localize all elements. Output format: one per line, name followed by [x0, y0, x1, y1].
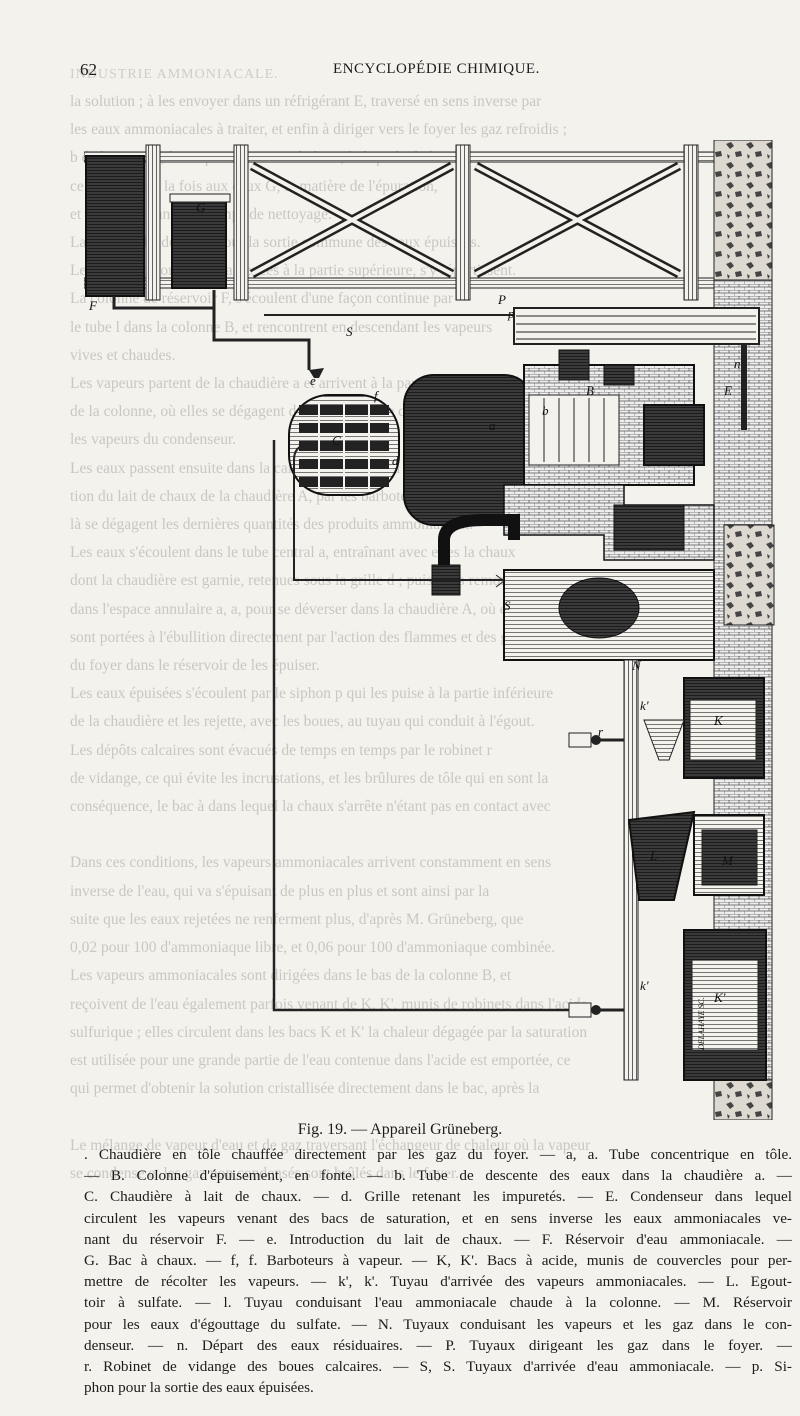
bleed-line: la solution ; à les envoyer dans un réfr… [70, 93, 542, 110]
label-F: F [88, 298, 98, 313]
label-S-lower: S [504, 598, 511, 613]
label-K-prime: K' [713, 990, 726, 1005]
label-f: f [374, 388, 380, 403]
label-C: C [332, 433, 341, 448]
legend-line: G. Bac à chaux. — f, f. Barboteurs à vap… [84, 1252, 792, 1270]
label-k-prime-2: k' [640, 978, 649, 993]
label-S: S [346, 324, 353, 339]
label-d: d [392, 453, 399, 468]
label-K: K [713, 713, 724, 728]
legend-line: denseur. — n. Départ des eaux résiduaire… [84, 1336, 792, 1354]
legend-line: phon pour la sortie des eaux épuisées. [84, 1379, 314, 1397]
label-e: e [310, 373, 316, 388]
legend-line: r. Robinet de vidange des boues calcaire… [84, 1358, 792, 1376]
figure-legend: . Chaudière en tôle chauffée directement… [84, 1144, 792, 1398]
label-b: b [542, 403, 549, 418]
label-n: n [734, 356, 741, 371]
legend-line: pour les eaux d'égouttage du sulfate. — … [84, 1315, 792, 1333]
legend-line: . Chaudière en tôle chauffée directement… [84, 1146, 792, 1163]
label-L: L [649, 848, 657, 863]
legend-line: nant du réservoir F. — e. Introduction d… [84, 1230, 792, 1248]
label-p: p [507, 306, 515, 321]
legend-line: — B. Colonne d'épuisement, en fonte. — b… [84, 1167, 792, 1185]
label-a: a [489, 418, 496, 433]
figure-caption-title: Fig. 19. — Appareil Grüneberg. [297, 1121, 503, 1138]
label-B: B [586, 383, 594, 398]
label-N: N [631, 658, 642, 673]
legend-line: toir à sulfate. — l. Tuyau conduisant l'… [84, 1294, 792, 1312]
legend-line: mettre de récolter les vapeurs. — k', k'… [84, 1273, 792, 1291]
legend-line: circulent les vapeurs venant des bacs de… [84, 1209, 792, 1227]
label-k-prime: k' [640, 698, 649, 713]
label-P: P [497, 292, 506, 307]
label-M: M [721, 853, 734, 868]
running-title: ENCYCLOPÉDIE CHIMIQUE. [333, 61, 540, 77]
label-E: E [723, 383, 732, 398]
page-number: 62 [80, 60, 97, 79]
label-G: G [196, 200, 206, 215]
label-r: r [598, 724, 604, 739]
engraver-signature: DELAHAYE SC. [697, 997, 706, 1051]
legend-line: C. Chaudière à lait de chaux. — d. Grill… [84, 1188, 792, 1206]
apparatus-engraving: F G E S e f C d a P p n B N K L M K' k' … [84, 140, 775, 1120]
